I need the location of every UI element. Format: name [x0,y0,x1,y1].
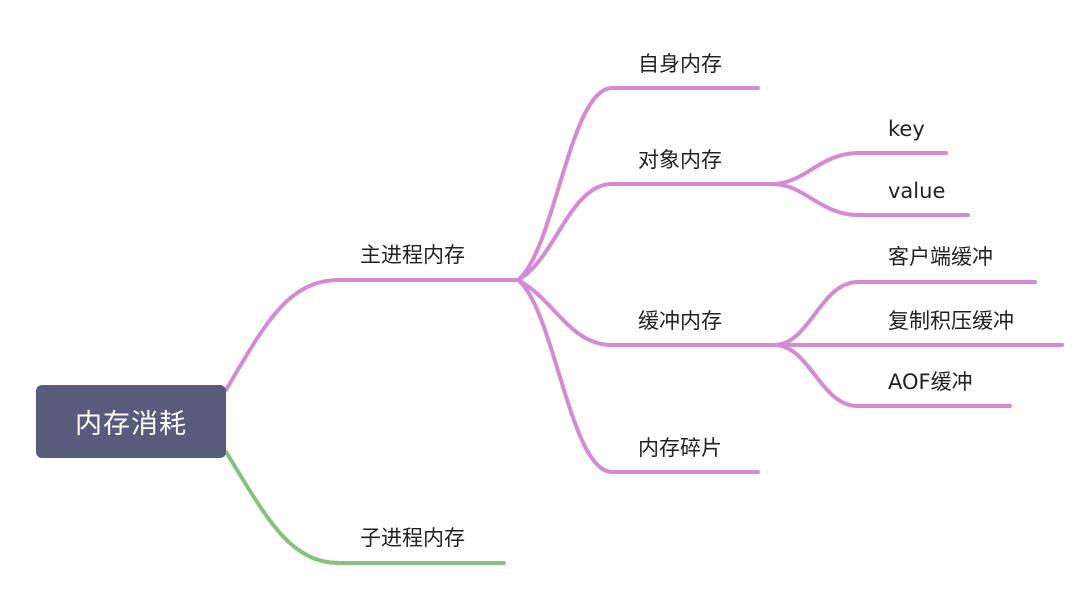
edge-object-value [770,182,970,217]
node-client-buffer[interactable]: 客户端缓冲 [888,245,993,269]
node-fragmentation[interactable]: 内存碎片 [638,436,722,460]
edge-object-key [770,151,948,186]
edge-main-fragmentation [516,278,760,474]
edge-main-object-memory [516,182,774,282]
root-node[interactable]: 内存消耗 [36,385,226,458]
node-self-memory[interactable]: 自身内存 [638,52,722,76]
root-label: 内存消耗 [75,409,187,440]
edge-root-main-process [224,278,520,392]
node-buffer-memory[interactable]: 缓冲内存 [638,309,722,333]
node-key[interactable]: key [888,117,925,141]
node-repl-backlog-buffer[interactable]: 复制积压缓冲 [888,309,1014,333]
node-main-process[interactable]: 主进程内存 [360,243,465,267]
node-child-process[interactable]: 子进程内存 [360,526,465,550]
node-value[interactable]: value [888,179,946,203]
edge-buffer-aof [772,343,1012,408]
node-aof-buffer[interactable]: AOF缓冲 [888,370,973,394]
edge-main-self-memory [516,86,760,282]
edge-main-buffer-memory [516,278,776,347]
edge-buffer-client [772,280,1037,347]
node-object-memory[interactable]: 对象内存 [638,148,722,172]
edge-root-child-process [224,450,506,565]
